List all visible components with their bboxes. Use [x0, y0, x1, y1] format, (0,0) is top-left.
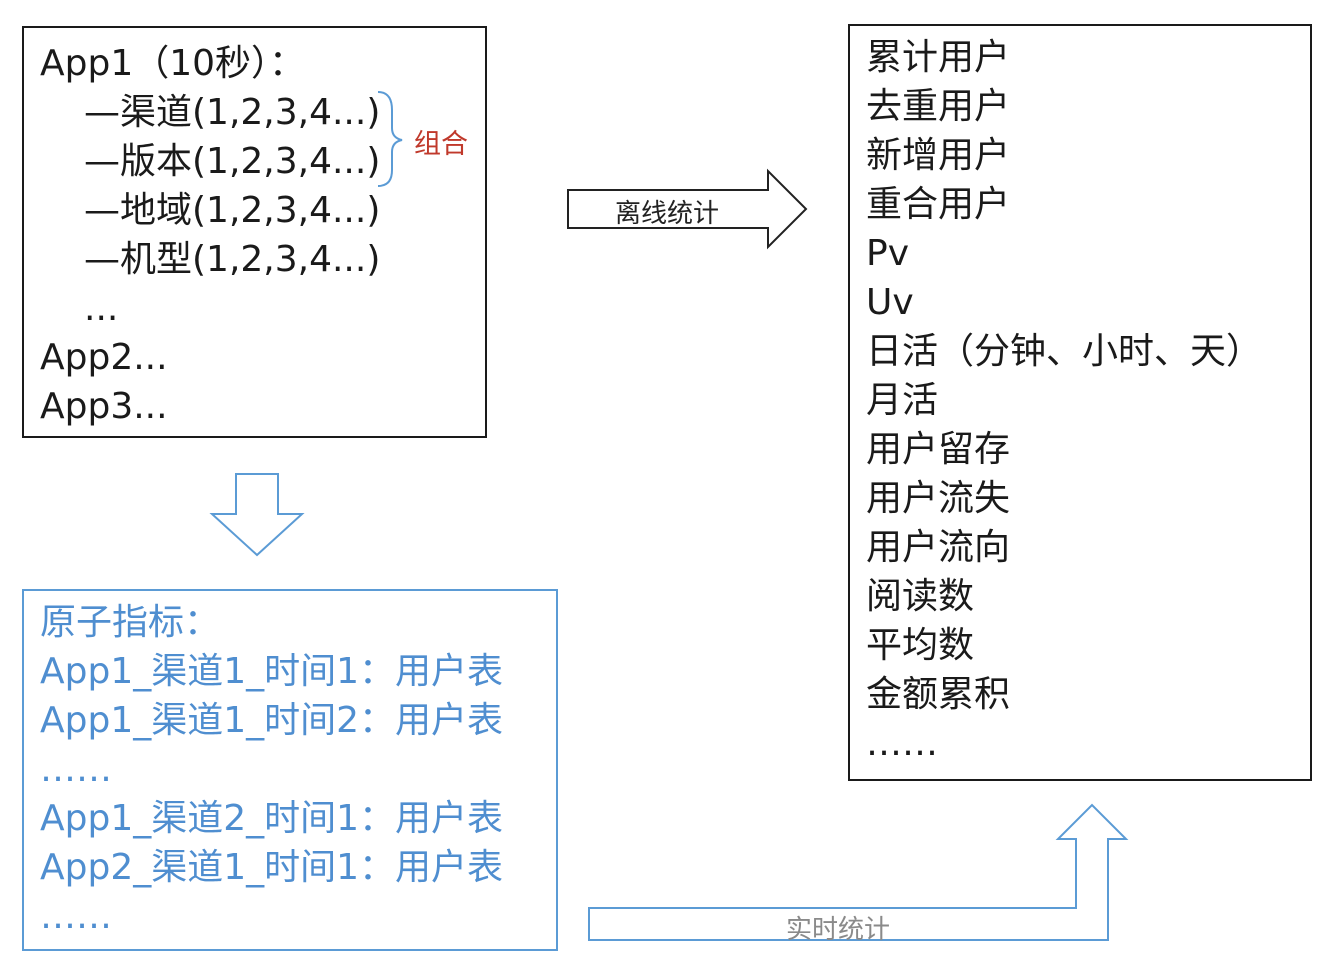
metric-item: 去重用户: [866, 86, 1011, 127]
metric-item: 日活（分钟、小时、天）: [866, 331, 1263, 372]
atomic-metrics-box: 原子指标： App1_渠道1_时间1：用户表 App1_渠道1_时间2：用户表 …: [22, 589, 558, 951]
metric-item: Uv: [866, 282, 914, 323]
ellipsis-line: ...: [84, 288, 119, 329]
atomic-item: App1_渠道1_时间1：用户表: [40, 651, 504, 692]
offline-stats-label: 离线统计: [615, 199, 720, 229]
app1-line: App1（10秒）：: [40, 43, 306, 84]
atomic-title: 原子指标：: [40, 602, 221, 643]
device-model-line: —机型(1,2,3,4...): [84, 239, 381, 280]
region-line: —地域(1,2,3,4...): [84, 190, 381, 231]
app3-line: App3...: [40, 386, 168, 427]
metric-item: 金额累积: [866, 674, 1011, 715]
realtime-arrow: [588, 803, 1129, 941]
metric-item: 平均数: [866, 625, 975, 666]
offline-arrow: [567, 168, 808, 250]
atomic-item: ……: [40, 749, 112, 790]
atomic-item: App2_渠道1_时间1：用户表: [40, 847, 504, 888]
version-line: —版本(1,2,3,4...): [84, 141, 381, 182]
atomic-item: ……: [40, 896, 112, 937]
metric-item: 用户流失: [866, 478, 1011, 519]
down-arrow: [209, 473, 305, 557]
combo-brace: [377, 91, 403, 187]
metric-item: ……: [866, 723, 938, 764]
metrics-box: 累计用户 去重用户 新增用户 重合用户 Pv Uv 日活（分钟、小时、天） 月活…: [848, 24, 1312, 781]
atomic-item: App1_渠道2_时间1：用户表: [40, 798, 504, 839]
channel-line: —渠道(1,2,3,4...): [84, 92, 381, 133]
app2-line: App2...: [40, 337, 168, 378]
app-dimension-box: App1（10秒）： —渠道(1,2,3,4...) —版本(1,2,3,4..…: [22, 26, 487, 438]
metric-item: 重合用户: [866, 184, 1011, 225]
metric-item: 月活: [866, 380, 939, 421]
metric-item: 阅读数: [866, 576, 975, 617]
metric-item: 新增用户: [866, 135, 1011, 176]
metric-item: 用户留存: [866, 429, 1011, 470]
metric-item: 累计用户: [866, 37, 1011, 78]
metric-item: 用户流向: [866, 527, 1011, 568]
combo-label: 组合: [414, 129, 468, 160]
realtime-stats-label: 实时统计: [786, 915, 891, 945]
atomic-item: App1_渠道1_时间2：用户表: [40, 700, 504, 741]
metric-item: Pv: [866, 233, 910, 274]
